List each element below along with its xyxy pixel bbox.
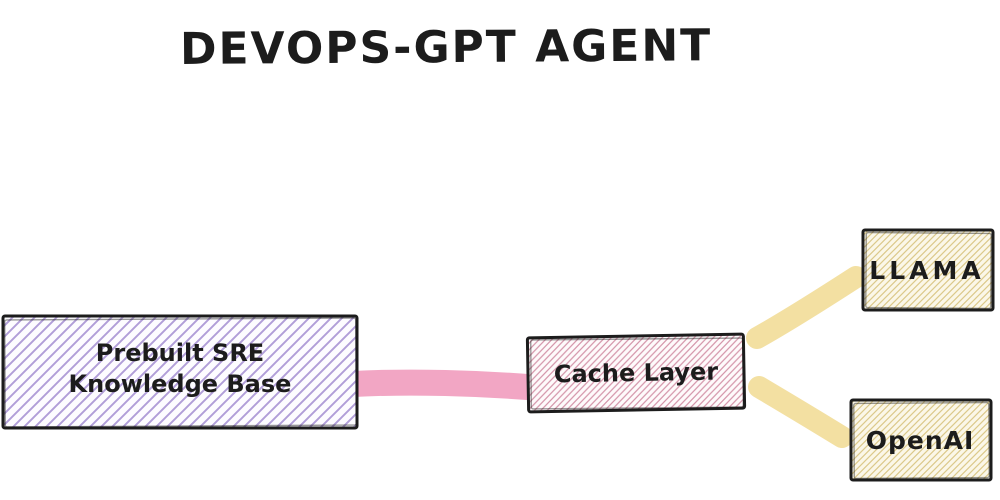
node-llama [861,228,995,312]
node-label-openai: OpenAI [865,426,975,455]
node-label-cache-layer: Cache Layer [553,357,719,389]
node-cache-layer [525,332,747,414]
connector-kb-to-cache [340,369,553,401]
sketch-overdraw [4,317,357,428]
connector-cache-to-llama [746,266,867,349]
node-label-knowledge-base: Prebuilt SRE Knowledge Base [68,339,292,398]
node-knowledge-base [1,314,359,430]
node-openai [849,398,993,482]
diagram-title: DEVOPS-GPT AGENT [179,20,713,75]
sketch-overdraw [530,337,744,410]
sketch-overdraw [853,401,990,480]
node-label-llama: LLAMA [869,256,985,285]
sketch-overdraw [865,231,992,310]
connector-cache-to-openai [748,376,853,448]
